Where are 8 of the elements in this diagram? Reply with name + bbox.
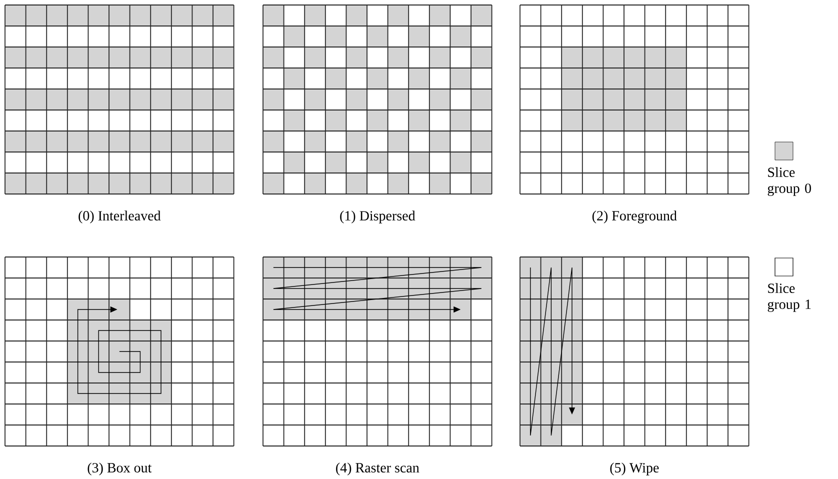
caption: (2) Foreground — [592, 210, 677, 224]
caption: (5) Wipe — [610, 462, 659, 476]
caption: (4) Raster scan — [336, 462, 420, 476]
legend-label: Slice group 0 — [768, 167, 811, 196]
caption: (3) Box out — [88, 462, 152, 476]
legend-label: Slice group 1 — [768, 283, 811, 312]
caption: (1) Dispersed — [340, 210, 416, 224]
caption: (0) Interleaved — [78, 210, 161, 224]
